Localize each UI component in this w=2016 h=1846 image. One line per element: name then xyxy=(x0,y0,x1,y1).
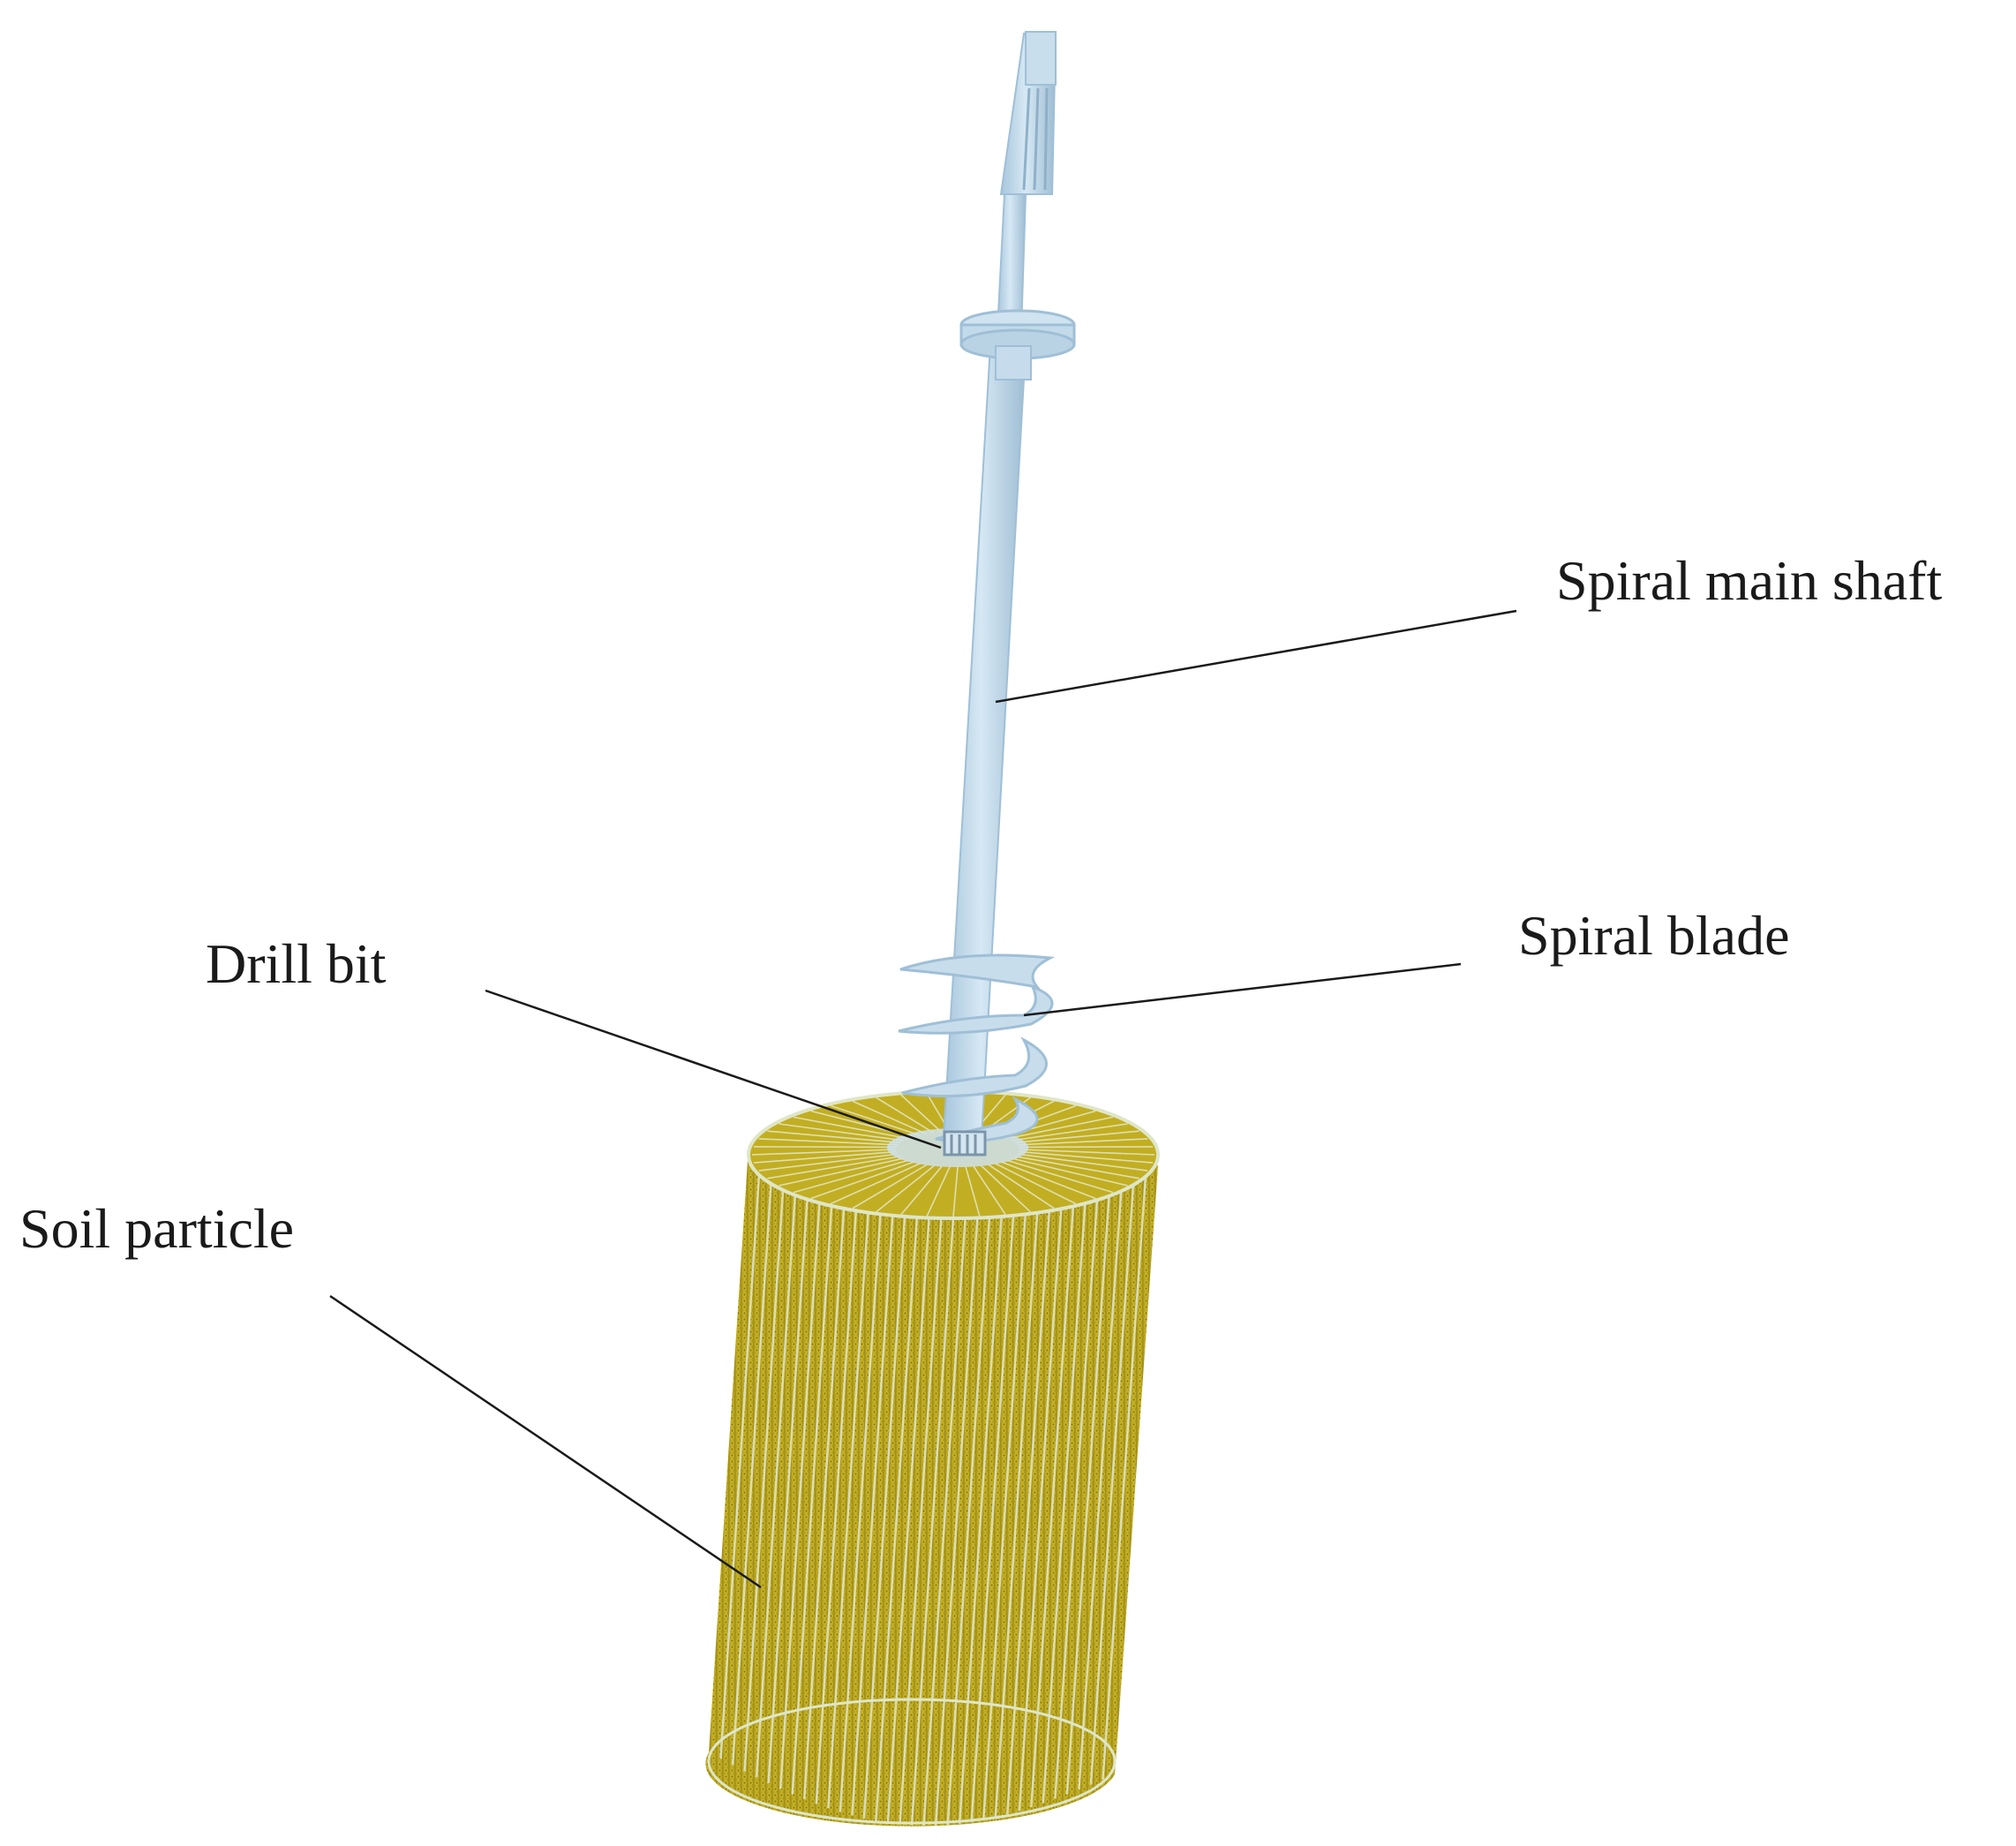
leader-spiral-blade xyxy=(1023,962,1462,1017)
soil-top-ray xyxy=(900,1165,943,1216)
soil-stripe xyxy=(886,1216,930,1823)
soil-top-ray xyxy=(1001,1161,1096,1200)
soil-top-ray xyxy=(793,1116,909,1140)
soil-top-ray xyxy=(1017,1138,1148,1146)
soil-top-ray xyxy=(810,1161,914,1200)
soil-top-ray xyxy=(926,1166,951,1217)
soil-top-ray xyxy=(973,1165,1006,1216)
label-soil-particle: Soil particle xyxy=(19,1197,295,1260)
soil-top-ray xyxy=(753,1150,897,1164)
soil-particle-cylinder xyxy=(705,1089,1160,1827)
soil-top-ray xyxy=(1011,1123,1128,1142)
soil-top-ray xyxy=(1019,1146,1154,1149)
soil-stripe xyxy=(767,1178,810,1783)
soil-top-ray xyxy=(965,1166,981,1217)
soil-stripe xyxy=(731,1159,774,1766)
soil-top-ray xyxy=(1011,1157,1128,1187)
shaft-collar xyxy=(995,345,1032,381)
soil-top-ray xyxy=(1006,1159,1114,1194)
leader-drill-bit xyxy=(485,989,942,1149)
soil-stripe xyxy=(922,1218,967,1826)
soil-top-ray xyxy=(830,1163,921,1205)
soil-stripe xyxy=(875,1214,919,1821)
soil-top-ray xyxy=(1014,1130,1140,1144)
blade-turn-1 xyxy=(899,953,1056,990)
soil-stripe xyxy=(994,1209,1039,1818)
soil-stripe xyxy=(743,1165,786,1772)
soil-top-ray xyxy=(876,1096,935,1134)
label-spiral-main-shaft: Spiral main shaft xyxy=(1556,549,1943,612)
leader-lines xyxy=(329,609,1517,1589)
shaft-slots xyxy=(1022,87,1049,191)
soil-top-ray xyxy=(830,1104,921,1136)
soil-stripe xyxy=(815,1197,859,1805)
leader-spiral-main-shaft xyxy=(995,609,1517,704)
soil-top-ray xyxy=(767,1155,901,1179)
soil-stripe xyxy=(802,1193,846,1800)
soil-stripe xyxy=(1089,1175,1135,1785)
soil-top-ray xyxy=(1017,1153,1148,1172)
soil-stripe xyxy=(755,1172,798,1778)
soil-top-ray xyxy=(758,1138,899,1146)
soil-stripe xyxy=(1042,1194,1087,1804)
soil-top-ray xyxy=(852,1164,928,1209)
blade-turn-4 xyxy=(935,1096,1039,1143)
soil-top-ray xyxy=(779,1157,905,1187)
leader-soil-particle xyxy=(329,1294,762,1589)
soil-stripe xyxy=(839,1205,883,1812)
soil-stripe xyxy=(1065,1185,1111,1795)
soil-stripe xyxy=(958,1216,1003,1824)
shaft-top-cap xyxy=(1025,31,1057,86)
soil-top-ray xyxy=(1019,1150,1154,1164)
soil-top-ray xyxy=(751,1149,897,1156)
soil-stripe xyxy=(791,1188,834,1795)
soil-top-ray xyxy=(852,1100,928,1135)
label-spiral-blade: Spiral blade xyxy=(1518,904,1790,967)
label-drill-bit: Drill bit xyxy=(206,932,387,995)
soil-stripe xyxy=(1030,1199,1075,1808)
soil-top-ray xyxy=(981,1164,1031,1213)
soil-stripe xyxy=(910,1217,955,1826)
soil-stripe xyxy=(982,1211,1027,1820)
soil-top-ray xyxy=(995,1163,1077,1205)
soil-cylinder-bottom xyxy=(707,1698,1117,1825)
soil-top-ray xyxy=(758,1153,899,1172)
soil-stripe xyxy=(1102,1170,1147,1780)
soil-stripe xyxy=(1054,1190,1100,1799)
soil-stripe xyxy=(970,1214,1015,1822)
soil-stripe xyxy=(719,1153,762,1759)
soil-stripe xyxy=(827,1202,870,1809)
soil-stripe xyxy=(779,1183,823,1789)
blade-turn-3 xyxy=(901,1036,1048,1098)
soil-stripe xyxy=(1078,1180,1124,1790)
soil-top-ray xyxy=(1014,1155,1140,1179)
soil-stripe xyxy=(899,1217,943,1825)
spiral-main-shaft xyxy=(942,31,1076,1140)
soil-top-ray xyxy=(876,1164,935,1213)
soil-stripe xyxy=(862,1211,906,1819)
soil-cylinder-body xyxy=(705,1148,1158,1827)
soil-top-ray xyxy=(753,1146,897,1149)
soil-top-ray xyxy=(767,1130,901,1144)
drill-bit xyxy=(943,1130,987,1157)
soil-top-ray xyxy=(900,1094,943,1134)
soil-stripe xyxy=(946,1217,991,1826)
soil-top-ray xyxy=(952,1166,959,1217)
soil-top-ray xyxy=(1006,1116,1114,1140)
soil-stripe xyxy=(1005,1206,1051,1815)
soil-top-ray xyxy=(988,1164,1055,1209)
soil-top-ray xyxy=(1019,1149,1155,1156)
soil-top-rays xyxy=(751,1092,1155,1217)
soil-top-ray xyxy=(793,1159,909,1194)
soil-stripe xyxy=(851,1209,895,1816)
soil-stripe xyxy=(934,1217,979,1826)
soil-stripes xyxy=(719,1153,1147,1826)
soil-top-ray xyxy=(779,1123,905,1142)
